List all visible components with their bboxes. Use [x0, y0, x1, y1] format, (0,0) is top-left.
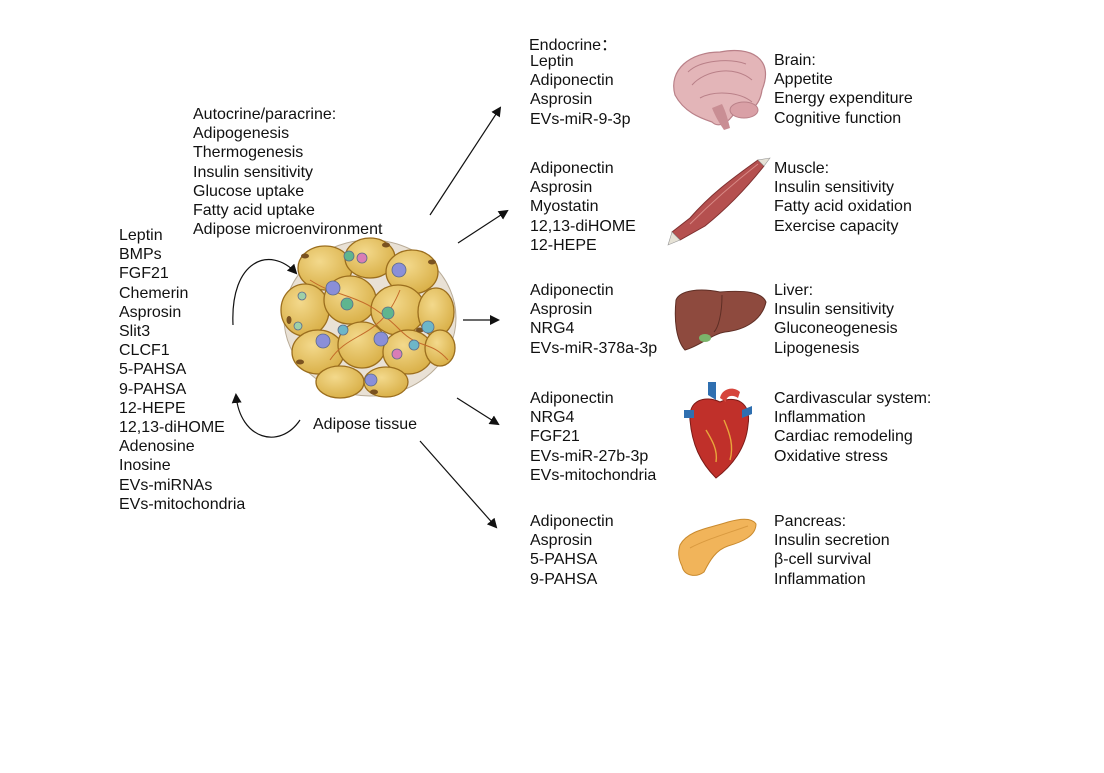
factor-item: Leptin: [119, 227, 163, 244]
autocrine-item: Glucose uptake: [193, 182, 305, 200]
factor-item: 12-HEPE: [119, 399, 186, 417]
arrow-to-heart: [456, 397, 500, 426]
brain-factor-list: Leptin Adiponectin Asprosin EVs-miR-9-3p: [530, 52, 630, 129]
factor-item: Slit3: [119, 323, 151, 341]
factor-item: EVs-miR-9-3p: [530, 110, 631, 128]
brain-effects: Brain: Appetite Energy expenditure Cogni…: [774, 51, 913, 128]
factor-item: NRG4: [530, 409, 575, 427]
factor-item: Asprosin: [530, 179, 593, 197]
factor-item: Asprosin: [530, 301, 593, 319]
autocrine-item: Adipose microenvironment: [193, 221, 383, 239]
adipose-tissue-label: Adipose tissue: [313, 416, 418, 433]
factor-item: BMPs: [119, 246, 162, 264]
effect-item: Oxidative stress: [774, 447, 888, 465]
autocrine-item: Adipogenesis: [193, 125, 290, 143]
factor-item: Adiponectin: [530, 390, 614, 407]
pancreas-factor-list: Adiponectin Asprosin 5-PAHSA 9-PAHSA: [530, 512, 614, 589]
factor-item: 12,13-diHOME: [530, 217, 636, 235]
brain-illustration: [673, 49, 767, 130]
liver-illustration: [674, 289, 767, 351]
factor-item: EVs-miRNAs: [119, 476, 213, 494]
factor-item: Chemerin: [119, 284, 189, 302]
factor-item: 9-PAHSA: [530, 570, 598, 588]
factor-item: EVs-miR-378a-3p: [530, 339, 658, 357]
factor-item: EVs-miR-27b-3p: [530, 447, 649, 465]
pancreas-effects: Pancreas: Insulin secretion β-cell survi…: [774, 512, 890, 589]
autocrine-item: Fatty acid uptake: [193, 202, 315, 220]
arrow-to-pancreas: [419, 440, 498, 529]
factor-item: Asprosin: [530, 91, 593, 109]
liver-factor-list: Adiponectin Asprosin NRG4 EVs-miR-378a-3…: [530, 281, 657, 358]
autocrine-arrows: [231, 258, 301, 438]
autocrine-list: Adipogenesis Thermogenesis Insulin sensi…: [193, 124, 382, 239]
arrow-to-muscle: [457, 209, 509, 244]
secreted-factor-list: Leptin BMPs FGF21 Chemerin Asprosin Slit…: [119, 226, 245, 514]
endocrine-title: Endocrine：: [529, 37, 618, 54]
effect-item: Lipogenesis: [774, 339, 860, 357]
liver-effects: Liver: Insulin sensitivity Gluconeogenes…: [774, 281, 898, 358]
muscle-factor-list: Adiponectin Asprosin Myostatin 12,13-diH…: [530, 159, 636, 255]
factor-item: Asprosin: [119, 303, 182, 321]
factor-item: NRG4: [530, 320, 575, 338]
effect-item: Cardiac remodeling: [774, 428, 913, 446]
effect-item: Exercise capacity: [774, 217, 899, 235]
factor-item: Adiponectin: [530, 282, 614, 299]
arrow-curve-bottom: [231, 393, 301, 438]
effects-title: Brain:: [774, 52, 816, 69]
effect-item: Energy expenditure: [774, 90, 913, 108]
heart-illustration: [684, 382, 752, 479]
effects-title: Liver:: [774, 282, 814, 299]
factor-item: Asprosin: [530, 532, 593, 550]
autocrine-item: Thermogenesis: [193, 144, 304, 162]
effect-item: Insulin secretion: [774, 532, 890, 550]
factor-item: Adiponectin: [530, 72, 614, 90]
effect-item: Insulin sensitivity: [774, 179, 895, 197]
endocrine-arrows: [419, 106, 509, 529]
factor-item: 9-PAHSA: [119, 380, 187, 398]
effect-item: Inflammation: [774, 570, 866, 588]
factor-item: Leptin: [530, 53, 574, 70]
factor-item: Inosine: [119, 457, 171, 475]
effect-item: β-cell survival: [774, 551, 872, 569]
factor-item: 5-PAHSA: [530, 551, 598, 569]
factor-item: EVs-mitochondria: [119, 495, 246, 513]
factor-item: Adiponectin: [530, 160, 614, 177]
effect-item: Cognitive function: [774, 109, 902, 127]
effects-title: Cardivascular system:: [774, 390, 932, 407]
factor-item: FGF21: [119, 265, 169, 283]
factor-item: 12-HEPE: [530, 236, 597, 254]
arrow-curve-top: [232, 258, 298, 326]
factor-item: FGF21: [530, 428, 580, 446]
factor-item: 12,13-diHOME: [119, 419, 225, 437]
effects-title: Pancreas:: [774, 513, 847, 530]
effect-item: Insulin sensitivity: [774, 301, 895, 319]
muscle-effects: Muscle: Insulin sensitivity Fatty acid o…: [774, 159, 912, 236]
effects-title: Muscle:: [774, 160, 830, 177]
factor-item: Myostatin: [530, 198, 599, 216]
heart-factor-list: Adiponectin NRG4 FGF21 EVs-miR-27b-3p EV…: [530, 389, 656, 485]
effect-item: Appetite: [774, 71, 833, 89]
factor-item: Adenosine: [119, 438, 195, 456]
autocrine-title: Autocrine/paracrine:: [193, 106, 337, 123]
muscle-illustration: [667, 157, 771, 246]
effect-item: Inflammation: [774, 409, 866, 427]
factor-item: CLCF1: [119, 342, 170, 360]
arrow-to-brain: [429, 106, 502, 216]
autocrine-block: Autocrine/paracrine: Adipogenesis Thermo…: [193, 105, 382, 239]
effect-item: Gluconeogenesis: [774, 320, 898, 338]
factor-item: 5-PAHSA: [119, 361, 187, 379]
autocrine-item: Insulin sensitivity: [193, 163, 314, 181]
heart-effects: Cardivascular system: Inflammation Cardi…: [774, 389, 931, 466]
pancreas-illustration: [678, 518, 757, 576]
effect-item: Fatty acid oxidation: [774, 198, 912, 216]
factor-item: EVs-mitochondria: [530, 466, 657, 484]
adipose-tissue-illustration: [280, 237, 457, 399]
factor-item: Adiponectin: [530, 513, 614, 530]
